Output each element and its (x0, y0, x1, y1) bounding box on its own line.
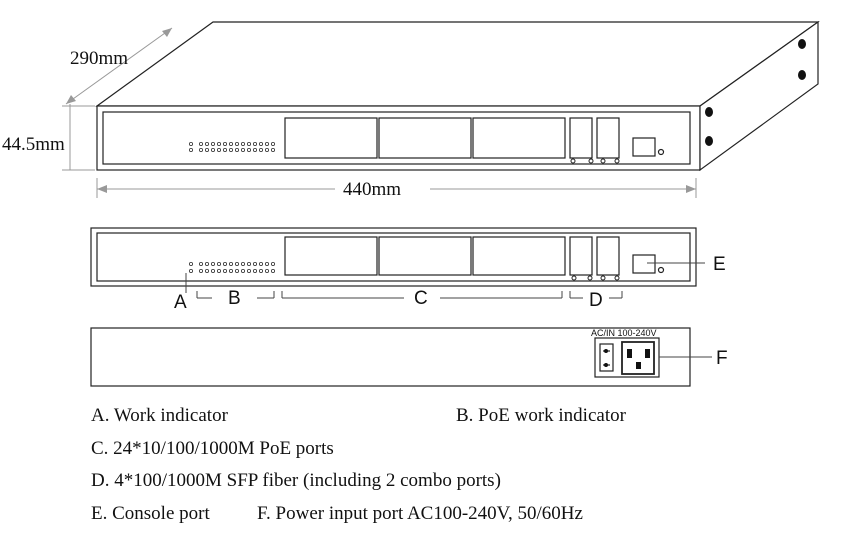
led-indicator (198, 261, 203, 266)
led-indicator (258, 147, 263, 152)
port-block-1 (284, 117, 378, 159)
legend-c: C. 24*10/100/1000M PoE ports (91, 438, 334, 459)
power-rating-label: AC/IN 100-240V (591, 328, 657, 338)
led-indicator (240, 268, 245, 273)
legend-a: A. Work indicator (91, 405, 228, 426)
rear-panel (90, 327, 712, 387)
led-indicator (270, 141, 275, 146)
label-c: C (414, 288, 428, 309)
led-indicator (216, 147, 221, 152)
led-indicator (216, 268, 221, 273)
power-switch (599, 343, 614, 372)
side-mount-holes (705, 39, 806, 146)
label-b: B (228, 288, 241, 309)
led-indicator (228, 268, 233, 273)
led-indicator (198, 147, 203, 152)
led-indicator (188, 268, 193, 273)
depth-label: 290mm (70, 48, 128, 69)
led-indicator (246, 268, 251, 273)
power-socket-pins (604, 349, 650, 369)
led-indicator (188, 147, 193, 152)
led-indicator (234, 261, 239, 266)
led-indicator (264, 141, 269, 146)
led-indicator (270, 261, 275, 266)
led-grid-front (188, 261, 275, 273)
led-indicator (240, 147, 245, 152)
led-indicator (246, 141, 251, 146)
led-indicator (252, 141, 257, 146)
legend-e: E. Console port (91, 503, 210, 524)
led-indicator (222, 261, 227, 266)
width-label: 440mm (343, 179, 401, 200)
chassis-3d-view (95, 20, 820, 172)
label-e: E (713, 254, 726, 275)
led-indicator (264, 261, 269, 266)
label-f: F (716, 348, 728, 369)
led-grid-3d (188, 141, 275, 152)
led-indicator (198, 268, 203, 273)
led-indicator (246, 147, 251, 152)
led-indicator (264, 268, 269, 273)
led-indicator (204, 147, 209, 152)
chassis-top-face (95, 21, 820, 107)
sfp-block-1 (569, 117, 593, 159)
label-d: D (589, 290, 603, 311)
dimension-lines (62, 27, 697, 198)
led-indicator (210, 147, 215, 152)
power-socket (621, 341, 655, 375)
led-indicator (198, 141, 203, 146)
led-indicator (210, 261, 215, 266)
led-indicator (216, 261, 221, 266)
chassis-front-face (96, 105, 701, 171)
led-indicator (258, 141, 263, 146)
led-indicator (210, 141, 215, 146)
led-indicator (264, 147, 269, 152)
legend-f: F. Power input port AC100-240V, 50/60Hz (257, 503, 583, 524)
front-callouts (185, 262, 705, 299)
port-block-2 (378, 117, 472, 159)
dimension-arrowheads (66, 28, 696, 193)
sfp-indicators-front (571, 275, 620, 281)
led-indicator (252, 147, 257, 152)
legend-b: B. PoE work indicator (456, 405, 626, 426)
led-indicator (228, 261, 233, 266)
led-indicator (188, 261, 193, 266)
led-indicator (240, 261, 245, 266)
led-indicator (270, 268, 275, 273)
led-indicator (216, 141, 221, 146)
console-port (632, 137, 656, 157)
led-indicator (234, 141, 239, 146)
led-indicator (204, 268, 209, 273)
front-bezel (102, 111, 691, 165)
led-indicator (234, 268, 239, 273)
led-indicator (258, 261, 263, 266)
led-indicator (188, 141, 193, 146)
led-indicator (246, 261, 251, 266)
led-indicator (204, 141, 209, 146)
label-a: A (174, 292, 187, 313)
led-indicator (228, 147, 233, 152)
led-indicator (252, 268, 257, 273)
port-block-3 (472, 117, 566, 159)
led-indicator (222, 141, 227, 146)
led-indicator (240, 141, 245, 146)
led-indicator (210, 268, 215, 273)
led-indicator (222, 268, 227, 273)
led-indicator (234, 147, 239, 152)
sfp-block-2 (596, 117, 620, 159)
chassis-side-face (699, 20, 819, 172)
led-indicator (252, 261, 257, 266)
led-indicator (204, 261, 209, 266)
sfp-indicators-3d (570, 158, 620, 164)
led-indicator (228, 141, 233, 146)
front-panel (90, 227, 697, 287)
led-indicator (270, 147, 275, 152)
led-indicator (258, 268, 263, 273)
height-label: 44.5mm (2, 134, 65, 155)
led-indicator (222, 147, 227, 152)
legend-d: D. 4*100/1000M SFP fiber (including 2 co… (91, 470, 501, 491)
console-port-front (632, 254, 656, 274)
reset-hole (657, 148, 665, 156)
